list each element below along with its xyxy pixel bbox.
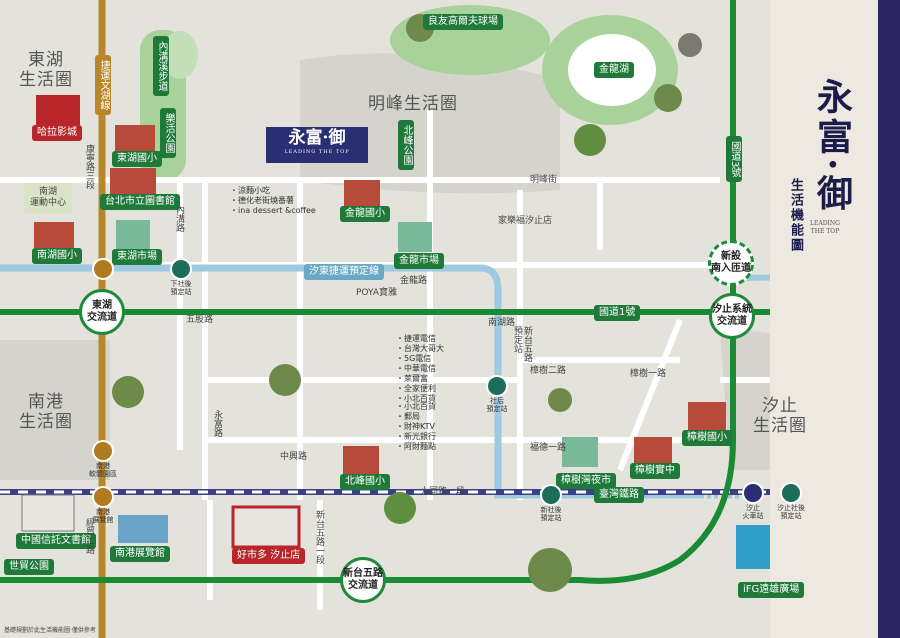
label-beifeng-elem[interactable]: 北峰國小 bbox=[340, 474, 390, 490]
nangang-district bbox=[0, 340, 110, 480]
label-sunlight: 家樂福汐止店 bbox=[498, 216, 553, 226]
label-jinlong-elem[interactable]: 金龍國小 bbox=[340, 206, 390, 222]
list-telecom: ・捷運電信 ・台灣大哥大 ・5G電信 ・中華電信 ・萊爾富 ・全家便利 ・小北百… bbox=[396, 334, 444, 403]
station-nangang-exh-label: 南港 展覽館 bbox=[92, 508, 114, 524]
label-nangang-rd: 經貿二路 bbox=[84, 518, 94, 554]
label-costco[interactable]: 好市多 汐止店 bbox=[232, 548, 306, 564]
station-xiabei-label: 下社後 預定站 bbox=[170, 280, 192, 296]
label-beifeng-park[interactable]: 北峰公園 bbox=[398, 120, 414, 170]
label-zhangshu-mid[interactable]: 樟樹實中 bbox=[630, 463, 680, 479]
station-nangang-exh-icon[interactable] bbox=[92, 486, 114, 508]
label-freeway-3[interactable]: 國道3號 bbox=[726, 136, 742, 183]
label-zhangshu-2: 樟樹二路 bbox=[530, 366, 567, 376]
label-golf[interactable]: 良友高爾夫球場 bbox=[423, 14, 503, 30]
brand-title: 永富·御 bbox=[811, 78, 853, 215]
station-xizhi-icon[interactable] bbox=[742, 482, 764, 504]
label-cth[interactable]: 中國信託文書館 bbox=[16, 533, 96, 549]
node-new-south[interactable]: 新設 南入匝道 bbox=[708, 240, 754, 286]
station-xizhi-planned-icon[interactable] bbox=[780, 482, 802, 504]
label-freeway-1[interactable]: 國道1號 bbox=[594, 305, 641, 321]
label-zhangshu-1: 樟樹一路 bbox=[630, 369, 667, 379]
station-shezhi-label: 社后 預定站 bbox=[486, 397, 508, 413]
station-nangang-soft-label: 南港 軟體園區 bbox=[89, 462, 117, 478]
decor-strip bbox=[878, 0, 900, 638]
label-gufeng: 五股路 bbox=[186, 315, 214, 325]
station-donghu-icon[interactable] bbox=[92, 258, 114, 280]
region-xizhi: 汐止 生活圈 bbox=[753, 396, 807, 436]
label-zhongxing: 中興路 bbox=[280, 452, 308, 462]
label-datong: 大同路一段 bbox=[420, 487, 466, 497]
label-nanhu-elem[interactable]: 南湖國小 bbox=[32, 248, 82, 264]
brand-panel bbox=[770, 0, 878, 638]
station-xizhi-planned-label: 汐止社後 預定站 bbox=[777, 504, 805, 520]
region-donghu: 東湖 生活圈 bbox=[19, 50, 73, 90]
label-zhangshu-night[interactable]: 樟樹灣夜市 bbox=[556, 473, 616, 489]
project-badge-title: 永富·御 bbox=[288, 128, 346, 148]
region-mingfeng: 明峰生活圈 bbox=[368, 94, 458, 114]
label-lehuo-park[interactable]: 樂活公園 bbox=[160, 108, 176, 158]
region-nangang: 南港 生活圈 bbox=[19, 392, 73, 432]
label-jinlong-rd: 金龍路 bbox=[400, 276, 428, 286]
project-badge-subtitle: LEADING THE TOP bbox=[284, 149, 350, 155]
label-poya: POYA寶雅 bbox=[356, 288, 397, 298]
station-xiabei-icon[interactable] bbox=[170, 258, 192, 280]
label-nanhu-rd: 南湖路 bbox=[488, 318, 516, 328]
station-xinshe-icon[interactable] bbox=[540, 484, 562, 506]
label-neigou-trail[interactable]: 內溝溪步道 bbox=[153, 36, 169, 96]
footnote: 基礎規劃於此生活機能圖·僅供參考 bbox=[4, 627, 96, 634]
label-xintai-5: 新台五路一段 bbox=[314, 510, 324, 564]
label-nangang-exhibit[interactable]: 南港展覽館 bbox=[110, 546, 170, 562]
brand-subtitle: 生活機能圖 bbox=[788, 178, 803, 253]
label-neigou-rd: 內溝路 bbox=[174, 205, 184, 232]
label-library[interactable]: 台北市立圖書館 bbox=[100, 194, 180, 210]
label-mingfeng-rd: 明峰街 bbox=[530, 175, 558, 185]
label-donghu-market[interactable]: 東湖市場 bbox=[112, 249, 162, 265]
label-taiwan-rail[interactable]: 臺灣鐵路 bbox=[594, 487, 644, 503]
node-donghu-ic[interactable]: 東湖 交流道 bbox=[79, 289, 125, 335]
node-xintai-ic[interactable]: 新台五路 交流道 bbox=[340, 557, 386, 603]
label-xintai-sta: 新台五路 預定站 bbox=[512, 326, 532, 362]
label-nanhu-sports[interactable]: 南湖 運動中心 bbox=[24, 183, 73, 213]
station-shezhi-icon[interactable] bbox=[486, 375, 508, 397]
station-xinshe-label: 新社後 預定站 bbox=[540, 506, 562, 522]
node-xizhi-ic[interactable]: 汐止系統 交流道 bbox=[709, 293, 755, 339]
label-kangning: 康寧路三段 bbox=[84, 144, 94, 189]
project-badge[interactable]: 永富·御 LEADING THE TOP bbox=[266, 127, 368, 163]
park-hill bbox=[162, 31, 198, 79]
label-ifg[interactable]: iFG遠雄廣場 bbox=[738, 582, 805, 598]
list-food: ・涼麵小吃 ・德化老街燒番薯 ・ina dessert &coffee bbox=[230, 186, 316, 215]
brand-english: LEADING THE TOP bbox=[810, 220, 840, 235]
label-wenhu-line[interactable]: 捷運文湖線 bbox=[95, 55, 111, 115]
list-services: ・小北百貨 ・郵局 ・財神KTV ・新光銀行 ・阿財麵點 bbox=[396, 402, 436, 451]
station-nangang-soft-icon[interactable] bbox=[92, 440, 114, 462]
label-yongfu-rd: 永富路 bbox=[212, 410, 222, 437]
station-xizhi-label: 汐止 火車站 bbox=[742, 504, 764, 520]
label-jinlong-market[interactable]: 金龍市場 bbox=[394, 253, 444, 269]
label-zhangshu-elem[interactable]: 樟樹國小 bbox=[682, 430, 732, 446]
label-mrt-planned[interactable]: 汐東捷運預定線 bbox=[304, 264, 384, 280]
label-jinlong-lake[interactable]: 金龍湖 bbox=[594, 62, 634, 78]
freeway-3 bbox=[0, 0, 736, 584]
label-fuxing-1: 福德一路 bbox=[530, 443, 567, 453]
label-trade-center[interactable]: 世貿公園 bbox=[4, 559, 54, 575]
label-donghu-elem[interactable]: 東湖國小 bbox=[112, 151, 162, 167]
label-cinema[interactable]: 哈拉影城 bbox=[32, 125, 82, 141]
mrt-planned-line bbox=[0, 264, 700, 499]
